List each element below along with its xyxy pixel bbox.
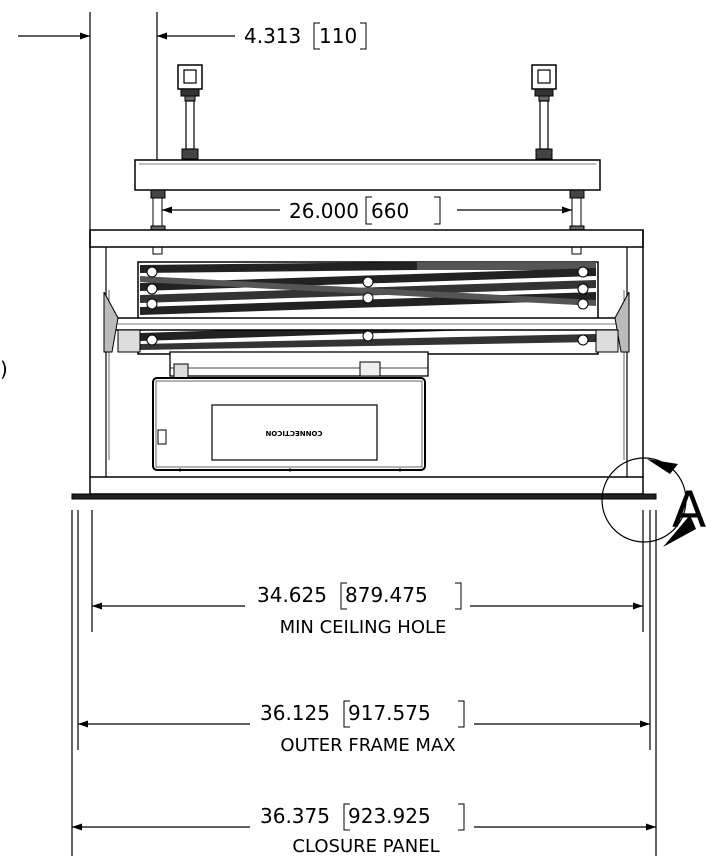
offset-metric: 110 [319, 24, 357, 48]
dimension-closure-panel: 36.375 923.925 CLOSURE PANEL [72, 803, 656, 856]
projector-panel [211, 404, 378, 461]
outer-frame-metric: 917.575 [348, 701, 431, 725]
detail-callout-a: A [601, 457, 706, 547]
offset-value: 4.313 [244, 24, 301, 48]
bracket-open [313, 22, 320, 50]
rod-spacing-dimension: 26.000 660 [162, 196, 572, 225]
lift-frame [89, 229, 644, 477]
closure-panel-value: 36.375 [260, 804, 330, 828]
cross-rail [103, 291, 630, 353]
ceiling-hole-value: 34.625 [257, 583, 327, 607]
dimension-min-ceiling-hole: 34.625 879.475 MIN CEILING HOLE [92, 582, 643, 638]
top-mounting-plate [134, 159, 601, 191]
bracket-close [360, 22, 367, 50]
projector-bracket [169, 351, 429, 381]
partial-edge-text: ) [0, 357, 8, 381]
spacing-metric: 660 [371, 199, 409, 223]
frame-top-rail [89, 229, 644, 248]
ceiling-hole-label: MIN CEILING HOLE [280, 617, 447, 638]
outer-frame-label: OUTER FRAME MAX [280, 735, 455, 756]
ceiling-mount-right [531, 64, 557, 160]
scissor-lift-mechanism [137, 261, 599, 355]
projector-brand-text: CONNECTICON [265, 429, 322, 437]
outer-frame-value: 36.125 [260, 701, 330, 725]
detail-arrow-upper [647, 459, 678, 474]
closure-panel-label: CLOSURE PANEL [292, 836, 439, 856]
detail-arrow-lower [663, 515, 696, 547]
closure-panel-metric: 923.925 [348, 804, 431, 828]
offset-dimension: 4.313 110 [18, 12, 367, 230]
ceiling-mount-left [177, 64, 203, 160]
detail-circle [601, 457, 687, 543]
ceiling-hole-metric: 879.475 [345, 583, 428, 607]
closure-panel-bottom [71, 476, 657, 500]
spacing-value: 26.000 [289, 199, 359, 223]
dimension-outer-frame-max: 36.125 917.575 OUTER FRAME MAX [78, 700, 650, 756]
bottom-extension-lines [71, 510, 657, 856]
projector: CONNECTICON [152, 377, 426, 472]
